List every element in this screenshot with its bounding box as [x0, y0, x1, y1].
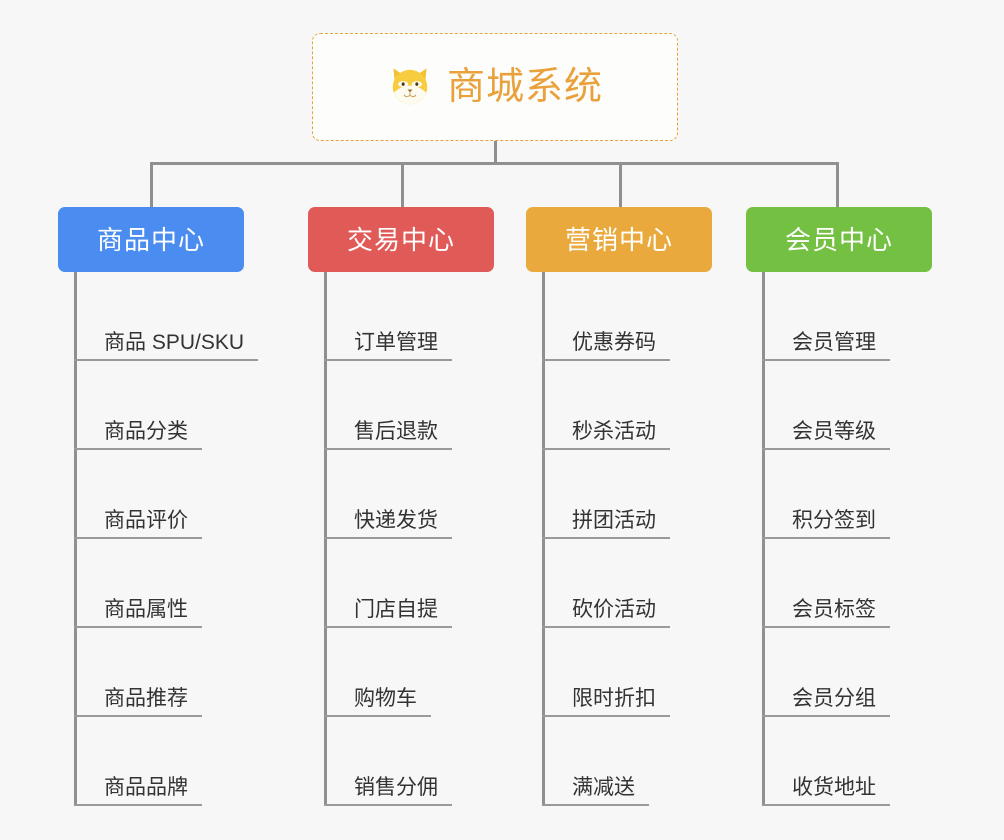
leaf-item[interactable]: 售后退款 [308, 361, 494, 450]
leaf-item[interactable]: 会员分组 [746, 628, 932, 717]
leaf-label: 会员分组 [792, 686, 876, 710]
leaf-label: 拼团活动 [572, 508, 656, 532]
leaf-label: 门店自提 [354, 597, 438, 621]
leaf-item[interactable]: 订单管理 [308, 272, 494, 361]
category-header-4[interactable]: 会员中心 [746, 207, 932, 272]
leaf-label: 商品评价 [104, 508, 188, 532]
leaf-item[interactable]: 秒杀活动 [526, 361, 712, 450]
leaf-label: 砍价活动 [572, 597, 656, 621]
leaf-item[interactable]: 门店自提 [308, 539, 494, 628]
leaf-label: 商品 SPU/SKU [104, 330, 245, 354]
leaf-item[interactable]: 会员管理 [746, 272, 932, 361]
category-label-1: 商品中心 [96, 224, 205, 255]
leaf-label: 商品属性 [104, 597, 188, 621]
leaf-item[interactable]: 商品推荐 [58, 628, 244, 717]
leaf-item[interactable]: 购物车 [308, 628, 494, 717]
leaf-item[interactable]: 满减送 [526, 717, 712, 806]
category-column-1: 商品中心 商品 SPU/SKU 商品分类 商品评价 商品属性 商品推荐 商品品牌 [58, 207, 259, 806]
connector-drop-2 [401, 162, 404, 208]
leaf-label: 秒杀活动 [572, 419, 656, 443]
leaf-item[interactable]: 砍价活动 [526, 539, 712, 628]
column-spine-1 [74, 272, 77, 806]
leaf-item[interactable]: 优惠券码 [526, 272, 712, 361]
leaf-list-4: 会员管理 会员等级 积分签到 会员标签 会员分组 收货地址 [746, 272, 932, 806]
connector-root-stem [494, 141, 497, 165]
leaf-list-2: 订单管理 售后退款 快递发货 门店自提 购物车 销售分佣 [308, 272, 494, 806]
leaf-label: 会员管理 [792, 330, 876, 354]
category-header-1[interactable]: 商品中心 [58, 207, 244, 272]
leaf-item[interactable]: 会员等级 [746, 361, 932, 450]
root-title: 商城系统 [446, 66, 603, 108]
leaf-label: 会员标签 [792, 597, 876, 621]
leaf-label: 快递发货 [354, 508, 438, 532]
leaf-item[interactable]: 会员标签 [746, 539, 932, 628]
leaf-item[interactable]: 快递发货 [308, 450, 494, 539]
leaf-list-3: 优惠券码 秒杀活动 拼团活动 砍价活动 限时折扣 满减送 [526, 272, 712, 806]
leaf-item[interactable]: 积分签到 [746, 450, 932, 539]
leaf-label: 销售分佣 [354, 775, 438, 799]
category-label-4: 会员中心 [784, 224, 893, 255]
category-header-2[interactable]: 交易中心 [308, 207, 494, 272]
leaf-item[interactable]: 限时折扣 [526, 628, 712, 717]
leaf-label: 售后退款 [354, 419, 438, 443]
leaf-label: 商品品牌 [104, 775, 188, 799]
connector-horizontal-bus [150, 162, 839, 165]
column-spine-3 [542, 272, 545, 806]
leaf-item[interactable]: 销售分佣 [308, 717, 494, 806]
column-spine-2 [324, 272, 327, 806]
leaf-item[interactable]: 商品 SPU/SKU [58, 272, 259, 361]
leaf-label: 积分签到 [792, 508, 876, 532]
leaf-item[interactable]: 商品分类 [58, 361, 244, 450]
leaf-item[interactable]: 商品品牌 [58, 717, 244, 806]
leaf-label: 限时折扣 [572, 686, 656, 710]
leaf-label: 商品分类 [104, 419, 188, 443]
leaf-label: 会员等级 [792, 419, 876, 443]
category-column-4: 会员中心 会员管理 会员等级 积分签到 会员标签 会员分组 收货地址 [746, 207, 932, 806]
leaf-item[interactable]: 商品属性 [58, 539, 244, 628]
shiba-dog-face-icon [387, 64, 433, 110]
connector-drop-4 [836, 162, 839, 208]
connector-drop-1 [150, 162, 153, 208]
leaf-label: 商品推荐 [104, 686, 188, 710]
column-spine-4 [762, 272, 765, 806]
leaf-list-1: 商品 SPU/SKU 商品分类 商品评价 商品属性 商品推荐 商品品牌 [58, 272, 259, 806]
category-label-3: 营销中心 [564, 224, 673, 255]
leaf-item[interactable]: 收货地址 [746, 717, 932, 806]
leaf-label: 订单管理 [354, 330, 438, 354]
leaf-label: 收货地址 [792, 775, 876, 799]
category-label-2: 交易中心 [346, 224, 455, 255]
leaf-label: 购物车 [354, 686, 417, 710]
leaf-label: 优惠券码 [572, 330, 656, 354]
leaf-label: 满减送 [572, 775, 635, 799]
category-column-3: 营销中心 优惠券码 秒杀活动 拼团活动 砍价活动 限时折扣 满减送 [526, 207, 712, 806]
connector-drop-3 [619, 162, 622, 208]
leaf-item[interactable]: 拼团活动 [526, 450, 712, 539]
category-header-3[interactable]: 营销中心 [526, 207, 712, 272]
root-node-shop-system[interactable]: 商城系统 [312, 33, 678, 141]
category-column-2: 交易中心 订单管理 售后退款 快递发货 门店自提 购物车 销售分佣 [308, 207, 494, 806]
leaf-item[interactable]: 商品评价 [58, 450, 244, 539]
